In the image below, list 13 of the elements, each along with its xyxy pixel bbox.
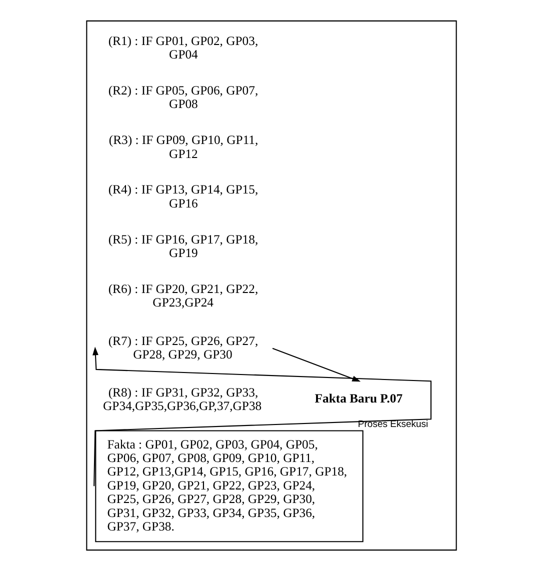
label: (R5) : IF GP16, GP17, GP18, GP19 <box>108 232 258 260</box>
node-text: (R7) : IF GP25, GP26, GP27, GP28, GP29, GP30 <box>108 334 258 362</box>
label: (R3) : IF GP09, GP10, GP11, GP12 <box>108 133 258 161</box>
edge-label: Proses Eksekusi <box>357 418 428 430</box>
node-text: Fakta Baru P.07 <box>314 391 402 406</box>
label: (R8) : IF GP31, GP32, GP33, GP34,GP35,GP36,GP,37,GP38 <box>102 386 262 414</box>
arrow <box>92 346 431 486</box>
cluster <box>86 20 456 551</box>
label: (R6) : IF GP20, GP21, GP22, GP23,GP24 <box>108 282 258 310</box>
node-box: Fakta : GP01, GP02, GP03, GP04, GP05, GP06, GP07, GP08, GP09, GP10, GP11, GP12, GP13,GP14, GP15, GP16, GP17, GP18, GP19, GP20, GP21, GP22, GP23, GP24, GP25, GP26, GP27, GP28, GP29, GP30, GP31, GP32, GP33, GP34, GP35, GP36, GP37, GP38. <box>94 430 363 542</box>
label: (R1) : IF GP01, GP02, GP03, GP04 <box>108 34 258 62</box>
label: (R4) : IF GP13, GP14, GP15, GP16 <box>108 182 258 210</box>
label: (R2) : IF GP05, GP06, GP07, GP08 <box>108 83 258 112</box>
